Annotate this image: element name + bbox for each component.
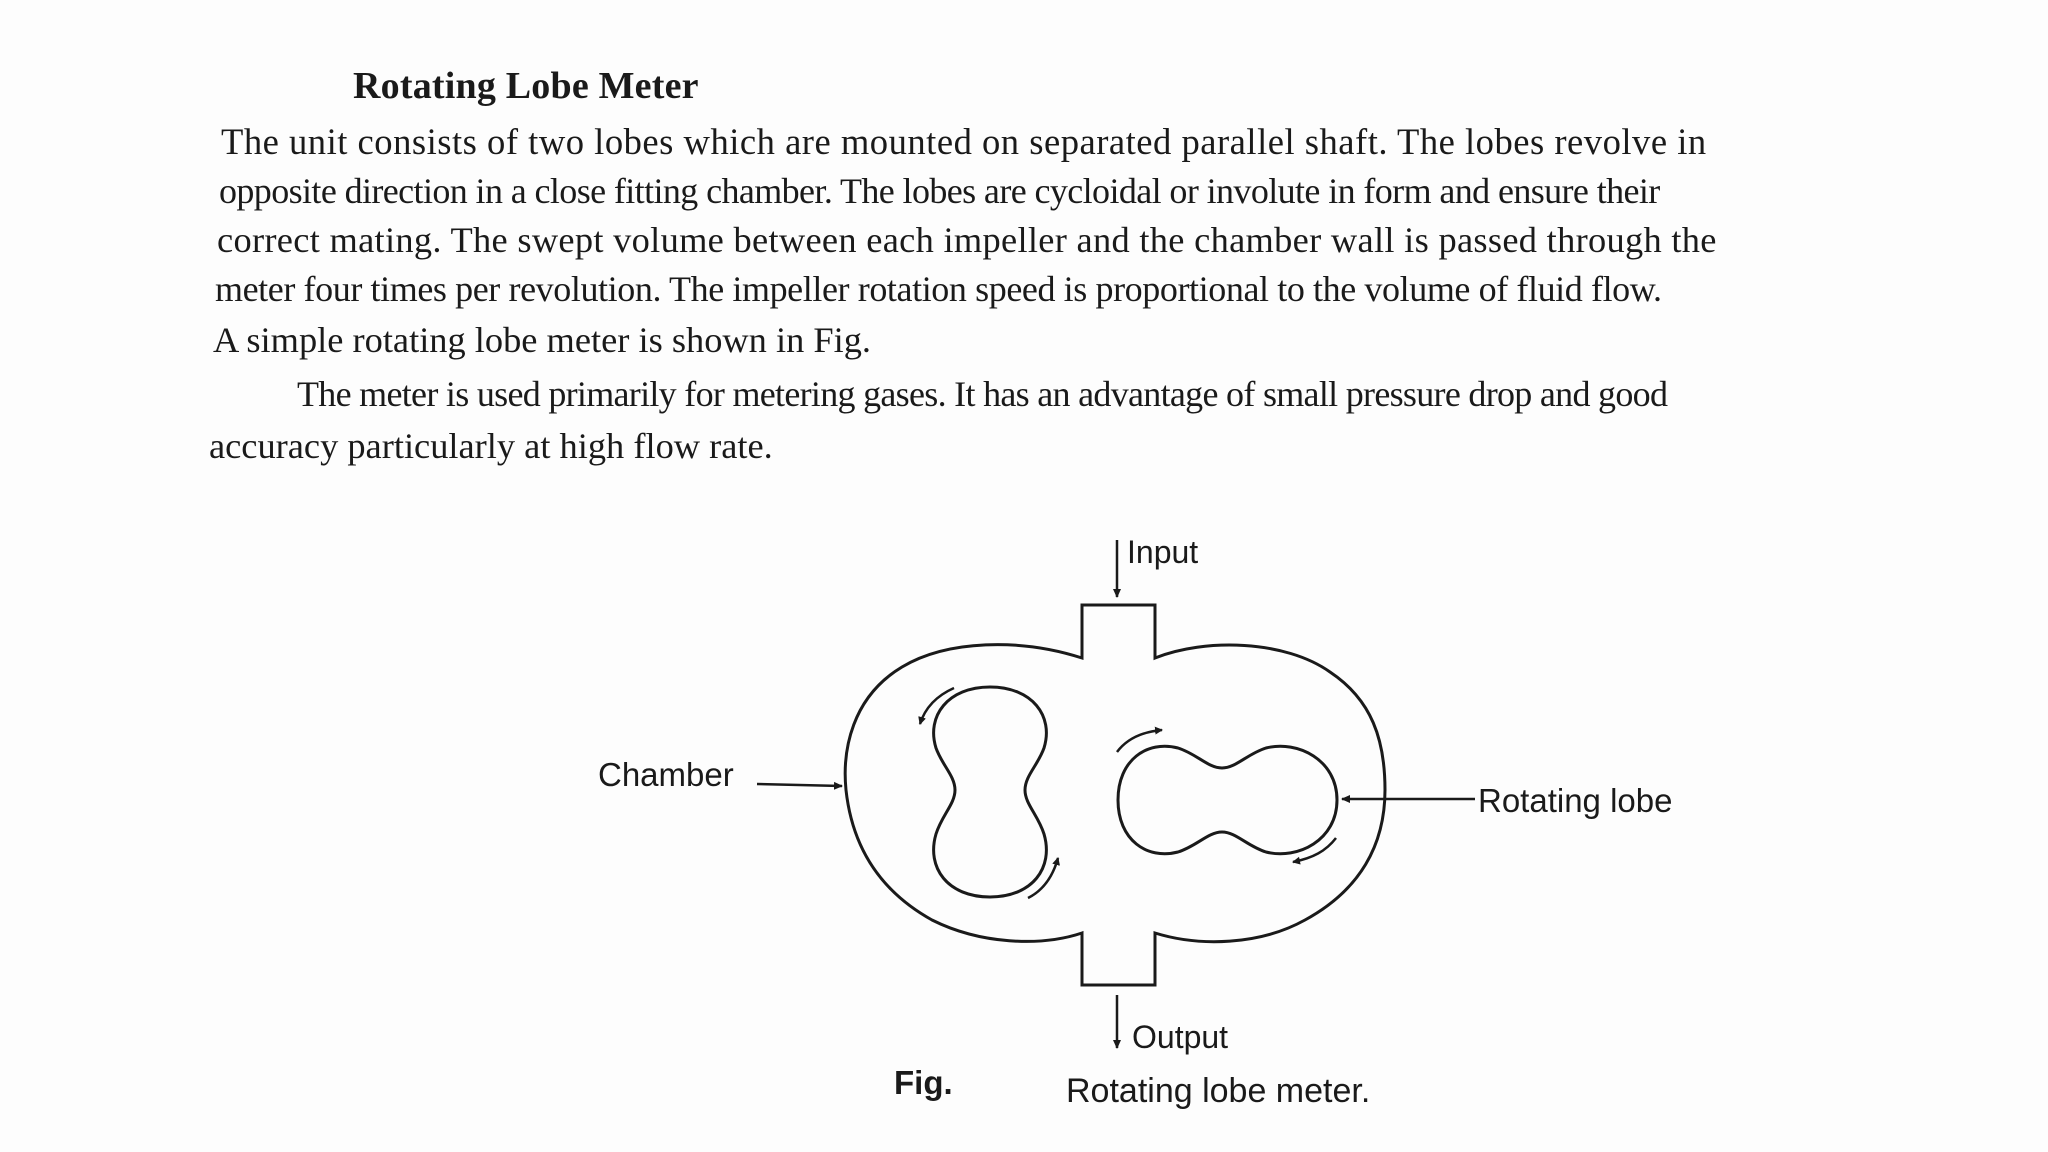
section-heading: Rotating Lobe Meter xyxy=(353,65,699,107)
rotation-arrow-left-top xyxy=(918,686,955,725)
rotation-arrow-right-bottom xyxy=(1292,837,1337,865)
output-label: Output xyxy=(1132,1019,1228,1055)
paragraph-1-line-5: A simple rotating lobe meter is shown in… xyxy=(213,320,872,360)
figure-caption-text: Rotating lobe meter. xyxy=(1066,1072,1370,1110)
chamber-outline xyxy=(843,603,1387,987)
chamber-pointer-arrow xyxy=(756,781,843,790)
rotating-lobe-label: Rotating lobe xyxy=(1478,782,1672,819)
figure-caption-prefix: Fig. xyxy=(894,1064,953,1101)
paragraph-1-line-3: correct mating. The swept volume between… xyxy=(217,220,1717,260)
rotation-arrow-right-top xyxy=(1116,726,1163,753)
rotation-arrow-left-bottom xyxy=(1027,857,1060,900)
paragraph-1-line-1: The unit consists of two lobes which are… xyxy=(221,121,1707,162)
paragraph-1-line-4: meter four times per revolution. The imp… xyxy=(215,269,1662,309)
right-rotating-lobe xyxy=(1116,744,1339,856)
left-rotating-lobe xyxy=(932,685,1048,899)
input-label: Input xyxy=(1127,534,1198,570)
chamber-label: Chamber xyxy=(598,756,734,793)
paragraph-2-line-2: accuracy particularly at high flow rate. xyxy=(209,426,773,466)
paragraph-1-line-2: opposite direction in a close fitting ch… xyxy=(219,171,1660,211)
paragraph-2-line-1: The meter is used primarily for metering… xyxy=(297,374,1668,414)
